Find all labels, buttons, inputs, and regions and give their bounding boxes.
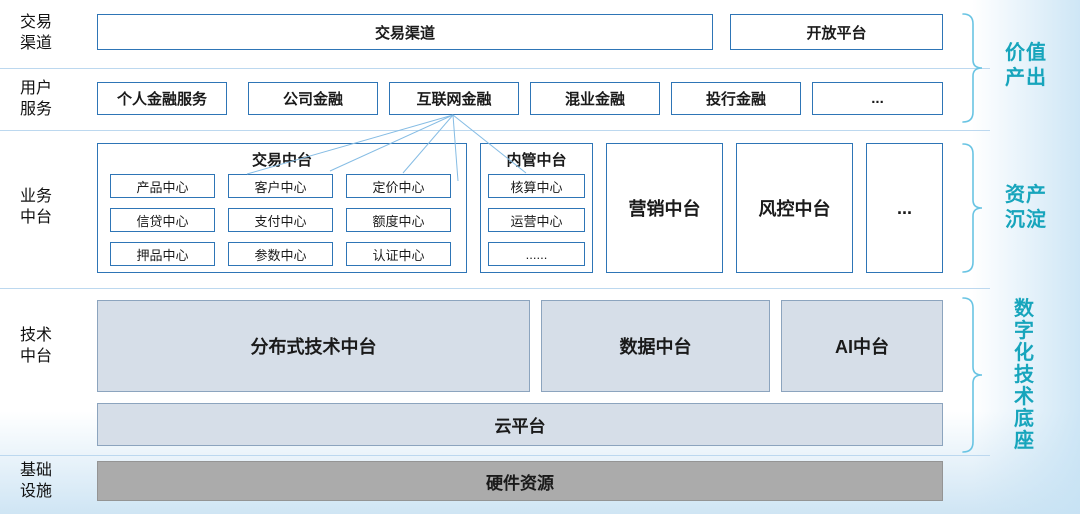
center-credit: 信贷中心 (110, 208, 215, 232)
annotation-asset-deposit: 资产 沉淀 (1005, 184, 1047, 231)
data-platform-box: 数据中台 (541, 300, 770, 392)
center-quota: 额度中心 (346, 208, 451, 232)
divider-3 (0, 288, 990, 289)
annotation-value-output: 价值 产出 (1005, 42, 1047, 89)
bracket-digital-base (962, 297, 983, 453)
center-customer: 客户中心 (228, 174, 333, 198)
row-label-tech: 技术 中台 (19, 327, 52, 365)
service-box-internet-finance: 互联网金融 (389, 82, 519, 115)
trade-channel-box: 交易渠道 (97, 14, 713, 50)
center-pricing: 定价中心 (346, 174, 451, 198)
center-parameter: 参数中心 (228, 242, 333, 266)
service-box-investment-banking: 投行金融 (671, 82, 801, 115)
open-platform-box: 开放平台 (730, 14, 943, 50)
risk-platform-box: 风控中台 (736, 143, 853, 273)
center-ellipsis: ...... (488, 242, 585, 266)
marketing-platform-box: 营销中台 (606, 143, 723, 273)
cloud-platform-bar: 云平台 (97, 403, 943, 446)
ai-platform-box: AI中台 (781, 300, 943, 392)
hardware-resources-bar: 硬件资源 (97, 461, 943, 501)
row-label-infra: 基础 设施 (19, 462, 52, 500)
divider-4 (0, 455, 990, 456)
internal-platform-title: 内管中台 (506, 152, 567, 169)
center-product: 产品中心 (110, 174, 215, 198)
center-authentication: 认证中心 (346, 242, 451, 266)
distributed-tech-platform-box: 分布式技术中台 (97, 300, 530, 392)
center-operations: 运营中心 (488, 208, 585, 232)
annotation-digital-base: 数 字 化 技 术 底 座 (1014, 298, 1034, 452)
divider-2 (0, 130, 990, 131)
row-label-business: 业务 中台 (19, 188, 52, 226)
service-box-more: ... (812, 82, 943, 115)
service-box-mixed-finance: 混业金融 (530, 82, 660, 115)
bracket-value-output (962, 13, 983, 123)
center-collateral: 押品中心 (110, 242, 215, 266)
divider-1 (0, 68, 990, 69)
bracket-asset-deposit (962, 143, 983, 273)
more-platform-box: ... (866, 143, 943, 273)
trade-platform-title: 交易中台 (251, 152, 312, 169)
row-label-channels: 交易 渠道 (19, 14, 52, 52)
service-box-personal-finance: 个人金融服务 (97, 82, 227, 115)
center-accounting: 核算中心 (488, 174, 585, 198)
center-payment: 支付中心 (228, 208, 333, 232)
service-box-corporate-finance: 公司金融 (248, 82, 378, 115)
row-label-user: 用户 服务 (19, 80, 52, 118)
